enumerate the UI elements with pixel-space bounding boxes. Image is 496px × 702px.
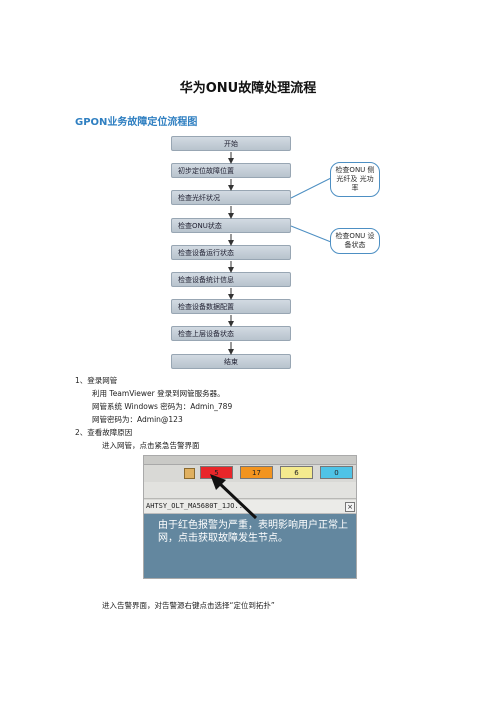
section2-heading: 2、查看故障原因 bbox=[75, 428, 133, 437]
pointer-arrow bbox=[210, 474, 258, 520]
alarm-minor-count[interactable]: 6 bbox=[280, 466, 313, 479]
section2-line1: 进入网管，点击紧急告警界面 bbox=[102, 441, 200, 450]
alarm-screenshot: 5 17 6 0 AHTSY_OLT_MA5680T_1JO... × 由于红色… bbox=[143, 455, 357, 579]
section1-line3: 网管密码为：Admin@123 bbox=[92, 415, 183, 424]
bell-icon[interactable] bbox=[184, 468, 195, 479]
alarm-warning-count[interactable]: 0 bbox=[320, 466, 353, 479]
device-name: AHTSY_OLT_MA5680T_1JO... bbox=[146, 502, 248, 510]
callout-onu-status: 检查ONU 设备状态 bbox=[330, 228, 380, 254]
alarm-major-count[interactable]: 17 bbox=[240, 466, 273, 479]
flow-step-start: 开始 bbox=[171, 136, 291, 151]
footer-instruction: 进入告警界面，对告警源右键点击选择“定位到拓扑” bbox=[102, 601, 275, 610]
section1-line1: 利用 TeamViewer 登录到网管服务器。 bbox=[92, 389, 225, 398]
page-title: 华为ONU故障处理流程 bbox=[179, 81, 317, 96]
callout-fiber-power: 检查ONU 侧光纤及 光功率 bbox=[330, 162, 380, 197]
annotation-text: 由于红色报警为严重，表明影响用户正常上网，点击获取故障发生节点。 bbox=[158, 520, 348, 544]
annotation-panel: 由于红色报警为严重，表明影响用户正常上网，点击获取故障发生节点。 bbox=[144, 514, 356, 578]
close-icon[interactable]: × bbox=[345, 502, 355, 512]
section1-heading: 1、登录网管 bbox=[75, 376, 118, 385]
flowchart-title: GPON业务故障定位流程图 bbox=[75, 117, 198, 128]
flowchart-connectors bbox=[228, 152, 332, 355]
section1-line2: 网管系统 Windows 密码为：Admin_789 bbox=[92, 402, 233, 411]
